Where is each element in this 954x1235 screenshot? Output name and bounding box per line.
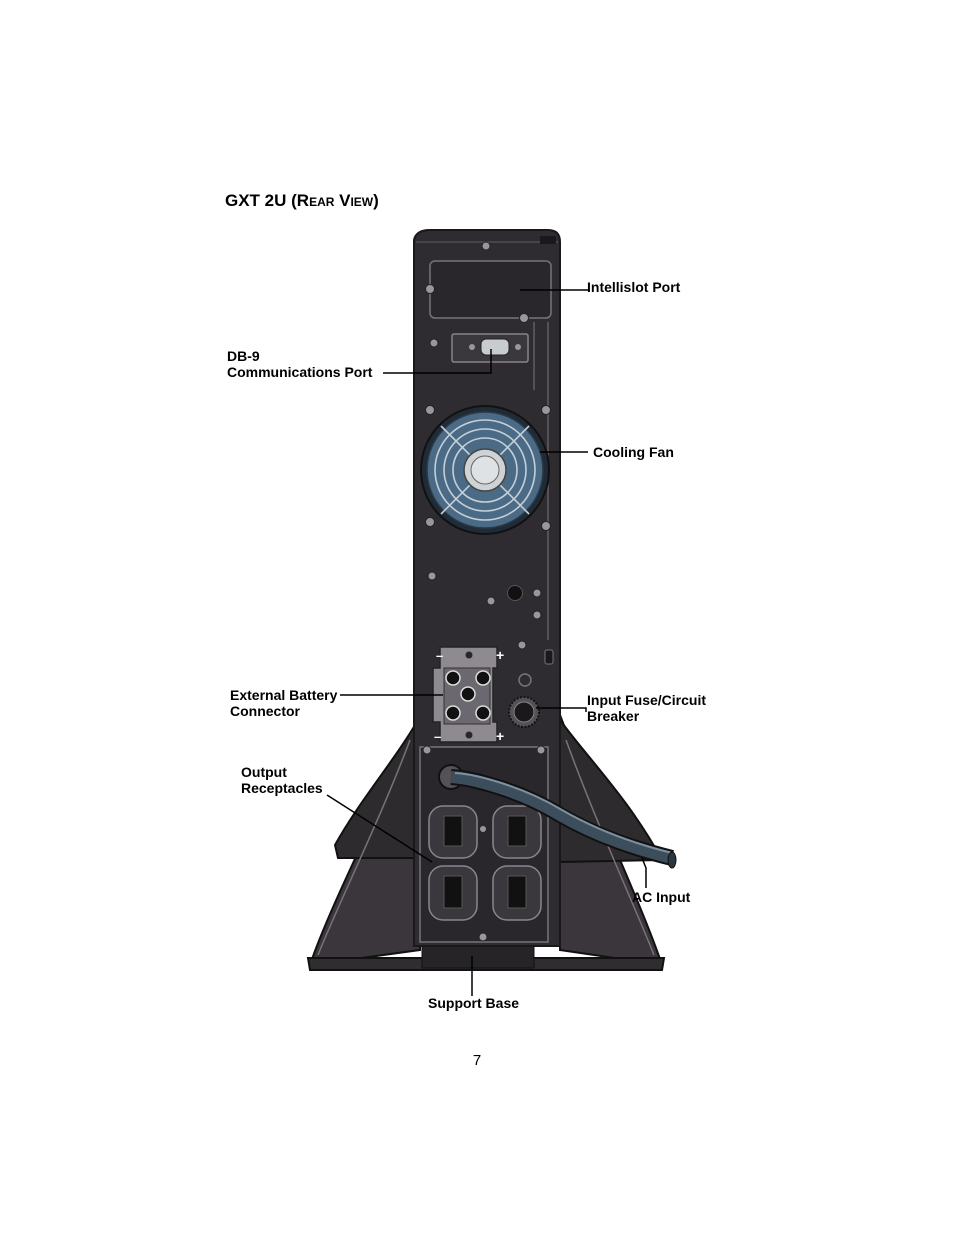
battery-minus-bottom: – <box>434 729 441 744</box>
section-title: GXT 2U (Rear View) <box>225 191 379 211</box>
db9-label: DB-9 Communications Port <box>227 348 372 380</box>
output-receptacles-label: Output Receptacles <box>241 764 323 796</box>
receptacle-bottom-left <box>428 865 478 921</box>
cooling-fan <box>420 405 551 535</box>
db9-port <box>429 333 529 363</box>
title-small-caps: Rear View <box>296 191 374 210</box>
chassis-screws <box>427 571 554 665</box>
title-main: GXT 2U ( <box>225 191 297 210</box>
intellislot-port-label: Intellislot Port <box>587 279 681 295</box>
receptacle-top-right <box>492 805 542 859</box>
receptacle-top-left <box>428 805 478 859</box>
external-battery-label: External Battery Connector <box>230 687 337 719</box>
battery-plus-bottom: + <box>496 728 504 744</box>
ac-input-cord <box>438 764 677 869</box>
external-battery-label-line2: Connector <box>230 703 300 719</box>
input-fuse-label: Input Fuse/Circuit Breaker <box>587 692 706 724</box>
title-close: ) <box>373 191 379 210</box>
input-fuse-breaker <box>508 673 540 728</box>
cooling-fan-label: Cooling Fan <box>593 444 674 460</box>
receptacle-bottom-right <box>492 865 542 921</box>
db9-label-line2: Communications Port <box>227 364 373 380</box>
support-base <box>306 714 666 971</box>
callout-leader-lines <box>326 289 647 996</box>
output-receptacles-label-line1: Output <box>241 764 287 780</box>
intellislot-port <box>425 260 552 323</box>
support-base-label: Support Base <box>428 995 520 1011</box>
output-receptacles-label-line2: Receptacles <box>241 780 323 796</box>
battery-minus-top: – <box>436 648 443 663</box>
external-battery-connector: – + – + <box>432 646 504 744</box>
page-number: 7 <box>472 1052 482 1069</box>
external-battery-label-line1: External Battery <box>230 687 338 703</box>
db9-label-line1: DB-9 <box>227 348 260 364</box>
battery-plus-top: + <box>496 647 504 663</box>
input-fuse-label-line2: Breaker <box>587 708 640 724</box>
ac-input-label: AC Input <box>632 889 691 905</box>
input-fuse-label-line1: Input Fuse/Circuit <box>587 692 706 708</box>
